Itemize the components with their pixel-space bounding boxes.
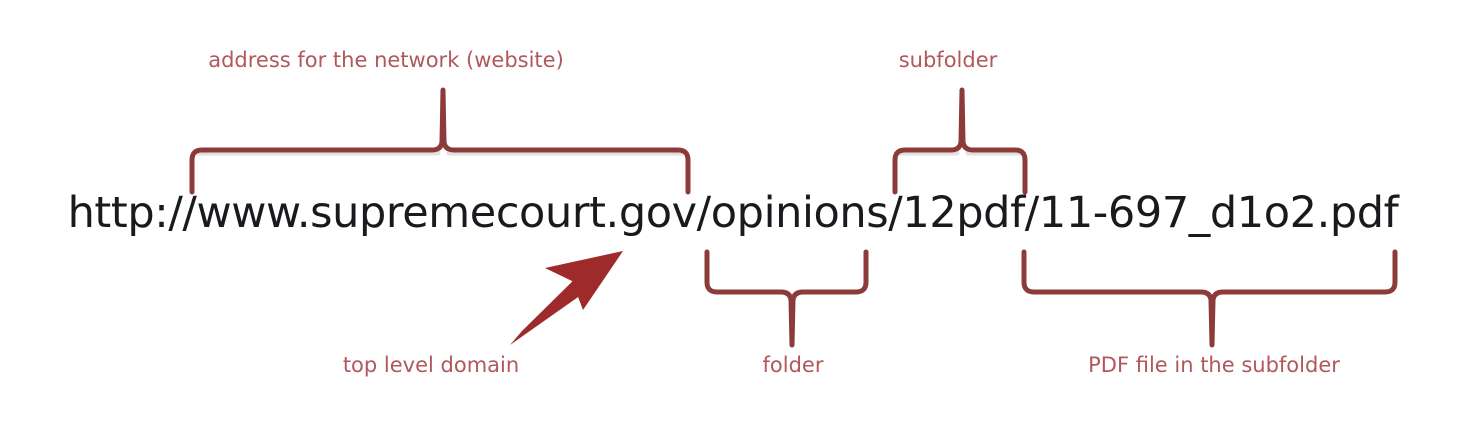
label-pdf-file: PDF file in the subfolder: [1088, 353, 1340, 377]
label-folder: folder: [762, 353, 824, 377]
arrow-top-level-domain: [510, 251, 623, 345]
brace-folder: [704, 249, 869, 348]
label-network-address: address for the network (website): [208, 48, 564, 72]
url-text: http://www.supremecourt.gov/opinions/12p…: [67, 188, 1399, 238]
brace-subfolder: [892, 87, 1028, 195]
label-top-level-domain: top level domain: [342, 353, 520, 377]
brace-pdf-file: [1021, 249, 1398, 348]
label-subfolder: subfolder: [898, 48, 998, 72]
brace-network-address: [189, 87, 691, 195]
